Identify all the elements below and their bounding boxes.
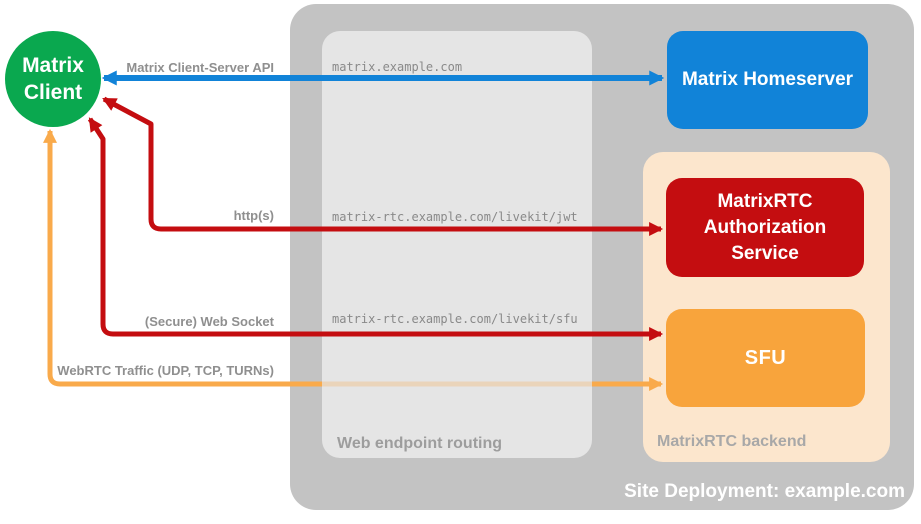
route-livekit-jwt: matrix-rtc.example.com/livekit/jwt xyxy=(332,210,578,224)
web-endpoint-routing-caption: Web endpoint routing xyxy=(337,435,503,452)
route-matrix-domain: matrix.example.com xyxy=(332,60,463,74)
https-arrow-label: http(s) xyxy=(233,208,274,223)
websocket-arrow-label: (Secure) Web Socket xyxy=(144,314,274,329)
matrixrtc-auth-service-label: MatrixRTC Authorization Service xyxy=(703,190,827,264)
cs-api-arrow-label: Matrix Client-Server API xyxy=(126,60,274,75)
matrixrtc-auth-service-node: MatrixRTC Authorization Service xyxy=(666,178,864,277)
sfu-node: SFU xyxy=(666,309,865,407)
matrix-homeserver-label: Matrix Homeserver xyxy=(681,69,854,90)
matrix-homeserver-node: Matrix Homeserver xyxy=(667,31,868,129)
site-deployment-caption: Site Deployment: example.com xyxy=(624,481,905,502)
route-livekit-sfu: matrix-rtc.example.com/livekit/sfu xyxy=(332,312,578,326)
sfu-label: SFU xyxy=(744,346,787,369)
webrtc-arrow-client-segment xyxy=(43,128,322,387)
web-endpoint-routing-box xyxy=(322,31,592,458)
matrix-client-node: Matrix Client xyxy=(5,31,101,127)
webrtc-arrow-label: WebRTC Traffic (UDP, TCP, TURNs) xyxy=(57,363,274,378)
matrix-client-label: Matrix Client xyxy=(22,54,84,104)
matrixrtc-backend-caption: MatrixRTC backend xyxy=(657,433,807,450)
